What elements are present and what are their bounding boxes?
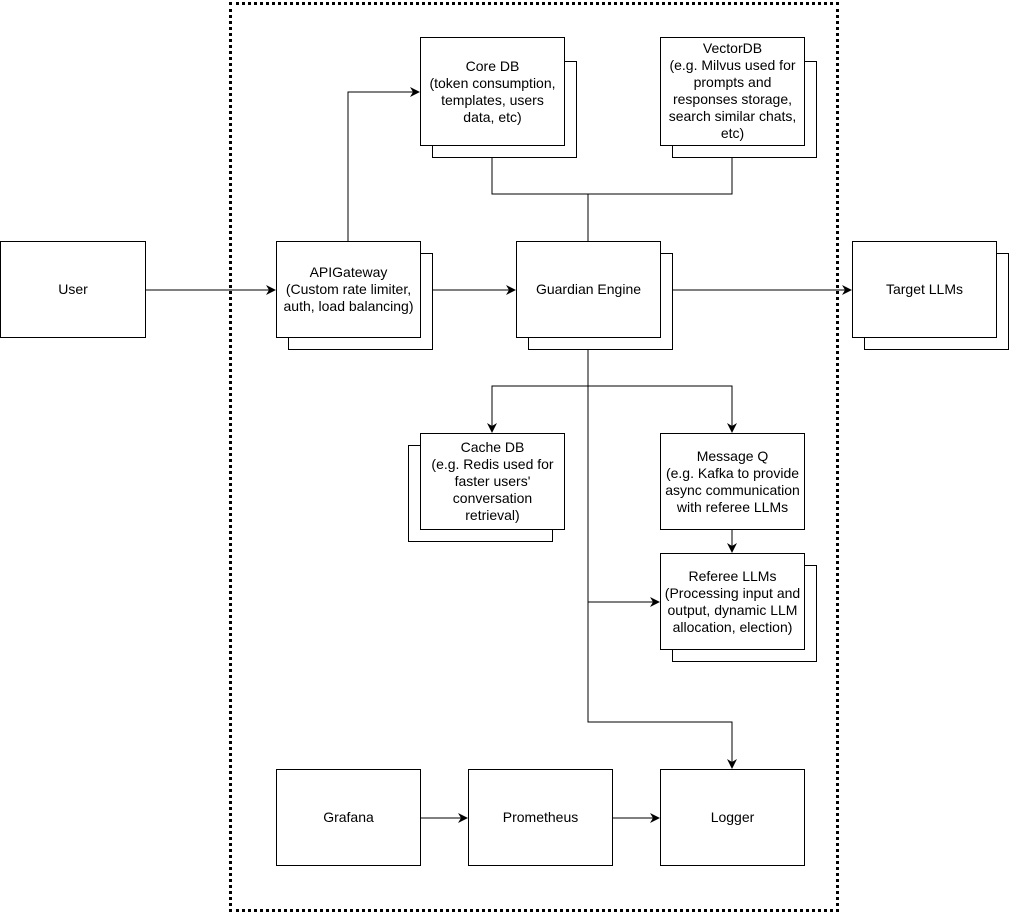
node-guardian-engine-label: Guardian Engine — [535, 281, 642, 297]
node-apigateway-label: APIGateway (Custom rate limiter, auth, l… — [283, 264, 414, 314]
node-grafana: Grafana — [276, 769, 421, 866]
node-grafana-label: Grafana — [323, 809, 374, 825]
system-boundary — [229, 2, 839, 912]
node-target-llms: Target LLMs — [852, 241, 997, 338]
node-guardian-engine: Guardian Engine — [516, 241, 661, 338]
edge-guardian-to-vectordb — [588, 146, 737, 195]
node-message-q: Message Q (e.g. Kafka to provide async c… — [660, 433, 805, 530]
node-vector-db-label: VectorDB (e.g. Milvus used for prompts a… — [668, 40, 797, 141]
node-core-db-label: Core DB (token consumption, templates, u… — [429, 58, 556, 125]
node-apigateway: APIGateway (Custom rate limiter, auth, l… — [276, 241, 421, 338]
edge-guardian-to-coredb — [487, 146, 589, 242]
node-message-q-label: Message Q (e.g. Kafka to provide async c… — [665, 448, 800, 515]
edge-apigateway-to-coredb — [347, 87, 420, 242]
node-cache-db-label: Cache DB (e.g. Redis used for faster use… — [431, 439, 554, 523]
edge-guardian-to-messageq — [588, 385, 737, 433]
edge-guardian-to-cachedb — [487, 338, 589, 433]
node-user-label: User — [58, 281, 88, 297]
node-core-db: Core DB (token consumption, templates, u… — [420, 37, 565, 146]
node-referee-llms-label: Referee LLMs (Processing input and outpu… — [664, 568, 801, 635]
node-user: User — [0, 241, 146, 338]
node-cache-db: Cache DB (e.g. Redis used for faster use… — [420, 433, 565, 530]
edge-guardian-to-refereellms — [587, 386, 660, 607]
node-target-llms-label: Target LLMs — [885, 281, 964, 297]
node-prometheus-label: Prometheus — [502, 809, 579, 825]
node-referee-llms: Referee LLMs (Processing input and outpu… — [660, 553, 805, 650]
node-vector-db: VectorDB (e.g. Milvus used for prompts a… — [660, 37, 805, 146]
node-prometheus: Prometheus — [468, 769, 613, 866]
node-logger: Logger — [660, 769, 805, 866]
node-logger-label: Logger — [710, 809, 755, 825]
edge-guardian-to-logger — [587, 602, 737, 769]
